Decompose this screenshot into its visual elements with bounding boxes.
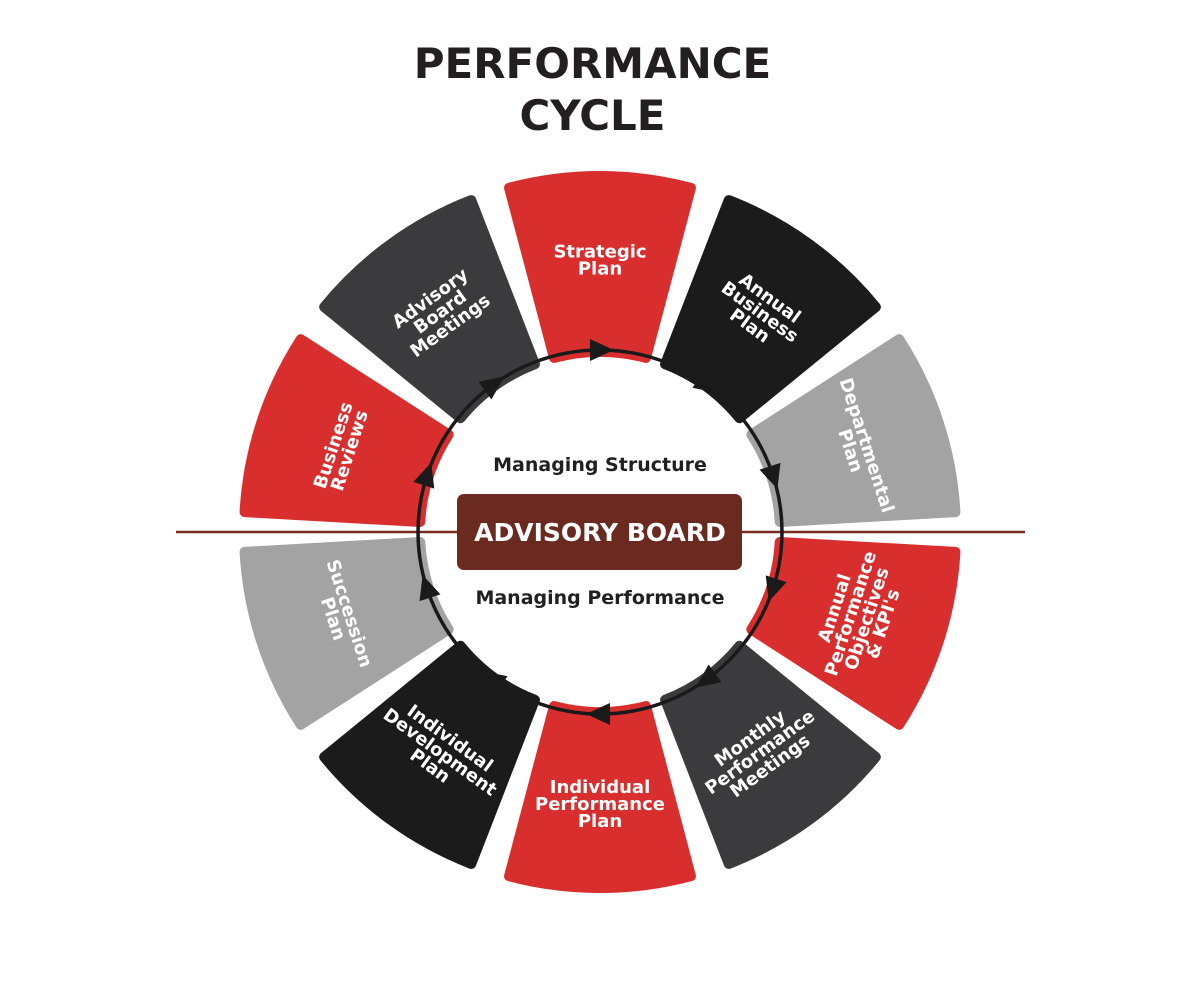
cycle-arrow-ring [413, 339, 787, 725]
cycle-arrow-head [413, 462, 435, 489]
title-line-1: PERFORMANCE [413, 39, 772, 88]
segment-label-line: Performance [535, 794, 665, 815]
segment-individual-development-plan [319, 640, 540, 869]
segment-label-line: Plan [578, 259, 622, 280]
advisory-board-box [457, 494, 742, 570]
segment-label-line: Strategic [553, 242, 646, 263]
segment-annual-business-plan [660, 195, 881, 424]
segment-annual-performance-objectives [746, 537, 961, 730]
cycle-arrow-head [481, 671, 508, 695]
segment-individual-performance-plan [504, 701, 696, 894]
segment-succession-plan [239, 537, 454, 730]
segment-strategic-plan [504, 170, 696, 363]
segment-label-line: Plan [578, 811, 622, 832]
cycle-arrow-head [692, 369, 719, 393]
segment-advisory-board-meetings [319, 195, 540, 424]
cycle-arrow-head [765, 575, 787, 602]
managing-structure-label: Managing Structure [493, 454, 707, 476]
advisory-board-label: ADVISORY BOARD [474, 518, 726, 547]
segment-departmental-plan [746, 334, 961, 527]
segment-business-reviews [239, 334, 454, 527]
title-line-2: CYCLE [519, 91, 666, 140]
cycle-arrow-head [586, 703, 610, 725]
cycle-arrow-head [759, 462, 781, 490]
cycle-arrow-head [419, 574, 441, 602]
cycle-arrow-head [695, 664, 722, 688]
diagram-title: PERFORMANCE CYCLE [0, 38, 1185, 142]
managing-performance-label: Managing Performance [475, 587, 724, 609]
cycle-arrow-head [478, 376, 505, 400]
cycle-arrow-head [590, 339, 614, 361]
segment-monthly-performance-meetings [660, 640, 881, 869]
segment-label-line: Individual [550, 777, 651, 798]
